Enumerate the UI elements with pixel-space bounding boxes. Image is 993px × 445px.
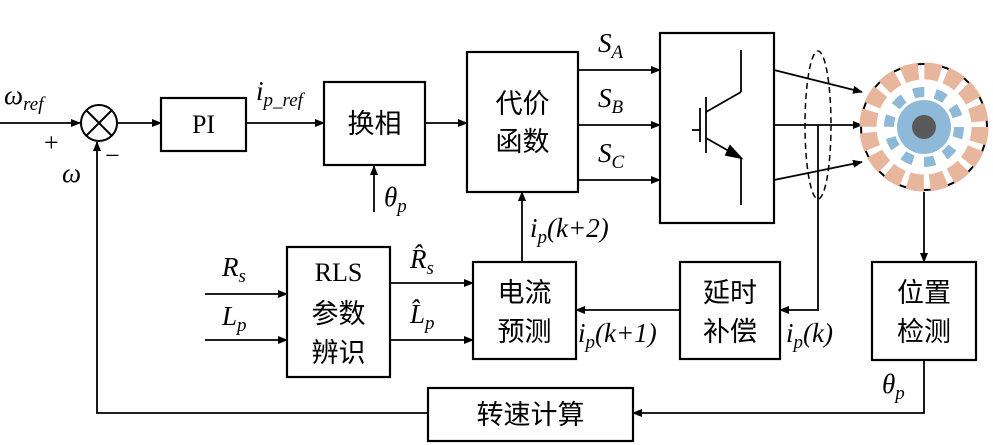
- sc-label: SC: [598, 138, 625, 173]
- plus-sign: +: [44, 128, 59, 157]
- ip-ref-label: ip_ref: [256, 76, 306, 111]
- speed-calculation-block: 转速计算: [426, 386, 635, 443]
- rls-label-line2: 参数: [312, 299, 366, 330]
- current-prediction-label-line1: 电流: [498, 278, 552, 309]
- ip-k1-label: ip(k+1): [578, 318, 657, 353]
- lp-estimate-label: L̂p: [409, 299, 435, 334]
- motor-hub: [912, 115, 936, 139]
- rls-block: RLS 参数 辨识: [285, 245, 392, 379]
- position-detection-block: 位置 检测: [870, 260, 978, 362]
- rls-label-line1: RLS: [315, 258, 363, 287]
- pi-label: PI: [192, 110, 215, 139]
- current-prediction-block: 电流 预测: [471, 260, 578, 361]
- pi-block: PI: [159, 96, 248, 153]
- position-detection-label-line1: 位置: [897, 278, 951, 309]
- omega-ref-label: ωref: [4, 80, 46, 115]
- ip-k2-label: ip(k+2): [530, 213, 609, 248]
- inverter-block: [658, 31, 776, 225]
- position-detection-label-line2: 检测: [897, 317, 951, 348]
- theta-p-input-label: θp: [384, 182, 407, 217]
- current-prediction-label-line2: 预测: [498, 317, 552, 348]
- cost-function-block: 代价 函数: [465, 50, 580, 194]
- igbt-icon: [692, 50, 744, 205]
- rs-input-label: Rs: [221, 252, 246, 287]
- theta-p-output-label: θp: [882, 369, 905, 404]
- minus-sign: −: [105, 141, 120, 170]
- sb-label: SB: [598, 83, 624, 118]
- lp-input-label: Lp: [221, 301, 247, 336]
- commutation-block: 换相: [322, 80, 427, 167]
- delay-compensation-block: 延时 补偿: [678, 260, 782, 361]
- speed-calculation-label: 转速计算: [477, 400, 585, 431]
- delay-compensation-label-line1: 延时: [703, 278, 757, 309]
- motor: [859, 62, 989, 192]
- summing-junction: [80, 104, 118, 142]
- sa-label: SA: [598, 28, 624, 63]
- rs-estimate-label: R̂s: [409, 244, 434, 279]
- delay-compensation-label-line2: 补偿: [703, 317, 757, 348]
- cost-function-label-line2: 函数: [496, 127, 550, 158]
- commutation-label: 换相: [348, 109, 402, 140]
- omega-feedback-label: ω: [62, 158, 81, 188]
- signal-lines: [0, 50, 928, 417]
- phase-current-sampling-ellipse: [804, 50, 832, 200]
- rls-label-line3: 辨识: [312, 338, 366, 369]
- ip-k-label: ip(k): [786, 318, 833, 353]
- cost-function-label-line1: 代价: [496, 89, 550, 120]
